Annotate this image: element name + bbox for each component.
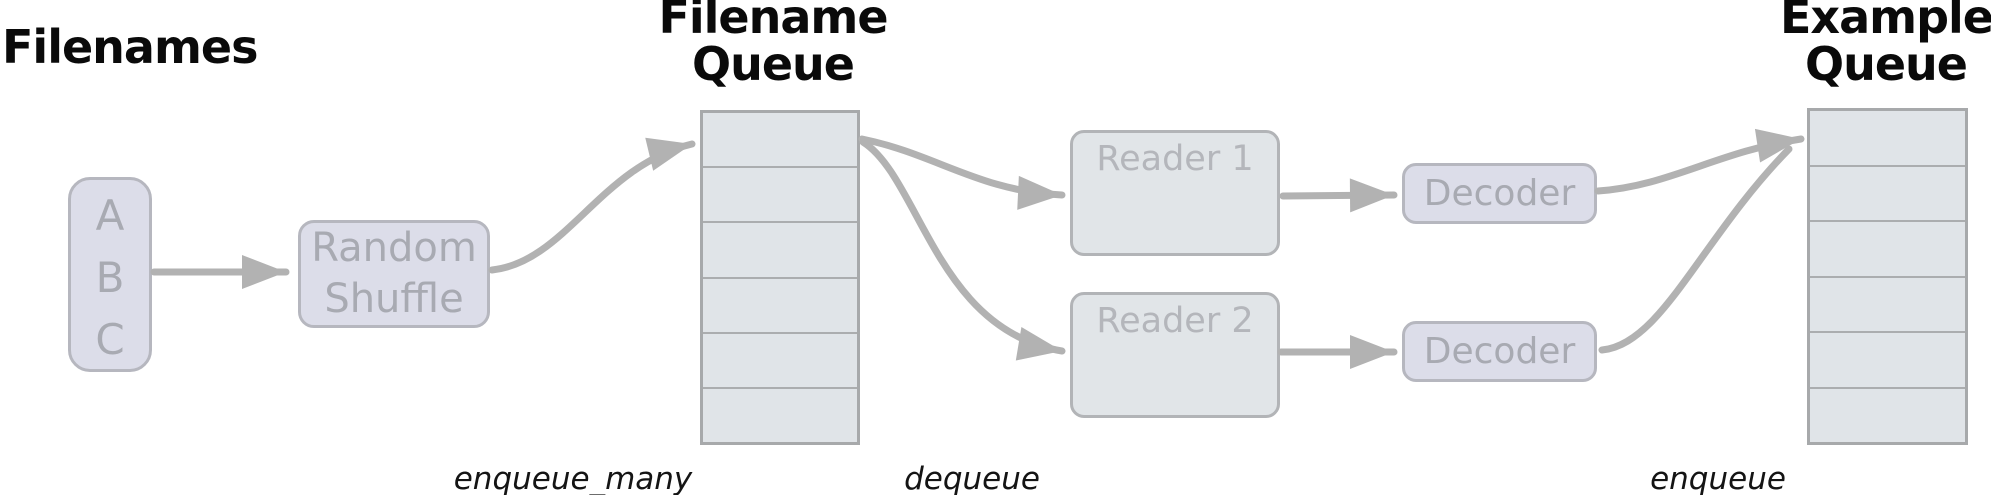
dequeue-label: dequeue — [904, 461, 1040, 495]
arrow-decoder-1-to-example-queue — [1594, 128, 1805, 195]
arrow-decoder-2-to-example-queue — [1598, 145, 1793, 354]
queue-cell — [703, 279, 857, 334]
decoder-1-node: Decoder — [1402, 163, 1597, 224]
filename-queue-title-line2: Queue — [692, 37, 855, 91]
reader-2-label: Reader 2 — [1096, 301, 1254, 341]
example-queue-title-line2: Queue — [1805, 37, 1968, 91]
queue-cell — [703, 389, 857, 442]
arrow-queue-to-reader-2 — [859, 138, 1066, 361]
queue-cell — [703, 334, 857, 389]
arrow-shuffle-to-filename-queue — [488, 137, 696, 274]
example-queue — [1807, 108, 1968, 445]
filename-queue-title-line1: Filename — [658, 0, 888, 44]
filename-queue-title: Filename Queue — [620, 0, 926, 88]
queue-cell — [703, 168, 857, 224]
filename-letter-c: C — [95, 314, 125, 364]
arrow-queue-to-reader-1 — [858, 135, 1066, 210]
filename-letter-b: B — [95, 252, 125, 302]
queue-cell — [1810, 389, 1965, 443]
example-queue-title-line1: Example — [1780, 0, 1991, 44]
enqueue-many-label: enqueue_many — [453, 461, 693, 495]
queue-cell — [1810, 278, 1965, 333]
filenames-title: Filenames — [2, 20, 258, 74]
queue-cell — [1810, 111, 1965, 167]
filename-letter-a: A — [95, 190, 125, 240]
random-shuffle-node: Random Shuffle — [298, 220, 490, 328]
decoder-2-label: Decoder — [1423, 331, 1576, 372]
random-shuffle-label-line2: Shuffle — [324, 276, 464, 322]
enqueue-label: enqueue — [1650, 461, 1786, 495]
reader-2-node: Reader 2 — [1070, 292, 1280, 418]
arrow-reader-1-to-decoder — [1279, 178, 1398, 213]
filename-list-node: A B C — [68, 177, 152, 372]
decoder-1-label: Decoder — [1423, 173, 1576, 214]
queue-cell — [1810, 333, 1965, 389]
reader-1-label: Reader 1 — [1096, 139, 1254, 179]
decoder-2-node: Decoder — [1402, 321, 1597, 382]
reader-1-node: Reader 1 — [1070, 130, 1280, 256]
queue-cell — [703, 223, 857, 279]
example-queue-title: Example Queue — [1780, 0, 1991, 88]
queue-cell — [1810, 222, 1965, 278]
random-shuffle-label-line1: Random — [311, 225, 477, 271]
filename-queue — [700, 110, 860, 445]
queue-cell — [703, 113, 857, 169]
queue-cell — [1810, 167, 1965, 222]
